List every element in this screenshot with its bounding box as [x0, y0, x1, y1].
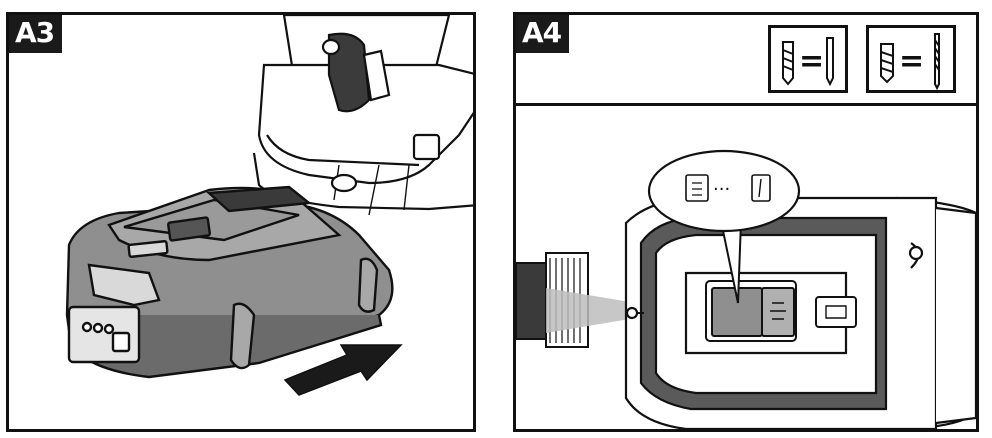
work-light-beam: [546, 288, 636, 333]
mode-selector-switch: [705, 280, 857, 342]
a4-illustration: ···: [516, 149, 976, 429]
insert-direction-arrow: [283, 344, 403, 396]
battery-pack: [65, 185, 394, 379]
a3-illustration: [65, 15, 473, 396]
drill-bit-equals: =: [899, 44, 924, 79]
screw-icon: [782, 41, 794, 86]
wall-plug-icon: [880, 43, 894, 84]
drill-housing: [624, 196, 976, 429]
callout-ellipsis: ···: [713, 179, 730, 200]
drill-bit-legend: =: [866, 25, 956, 93]
screw-bit-equals: =: [799, 44, 824, 79]
drill-bit-icon: [934, 33, 940, 90]
drill-mode-icon: [751, 174, 771, 202]
power-tool-body: [252, 15, 473, 216]
bit-legend-strip: = =: [516, 15, 976, 106]
panel-label-a4: A4: [516, 15, 570, 53]
panel-a3: A3: [6, 12, 476, 432]
mode-callout: ···: [647, 149, 801, 304]
panel-label-a3: A3: [9, 15, 63, 53]
panel-a4: A4 = =: [513, 12, 979, 432]
screw-mode-icon: [685, 174, 709, 202]
screwdriver-bit-icon: [826, 37, 834, 87]
screw-bit-legend: =: [768, 25, 848, 93]
